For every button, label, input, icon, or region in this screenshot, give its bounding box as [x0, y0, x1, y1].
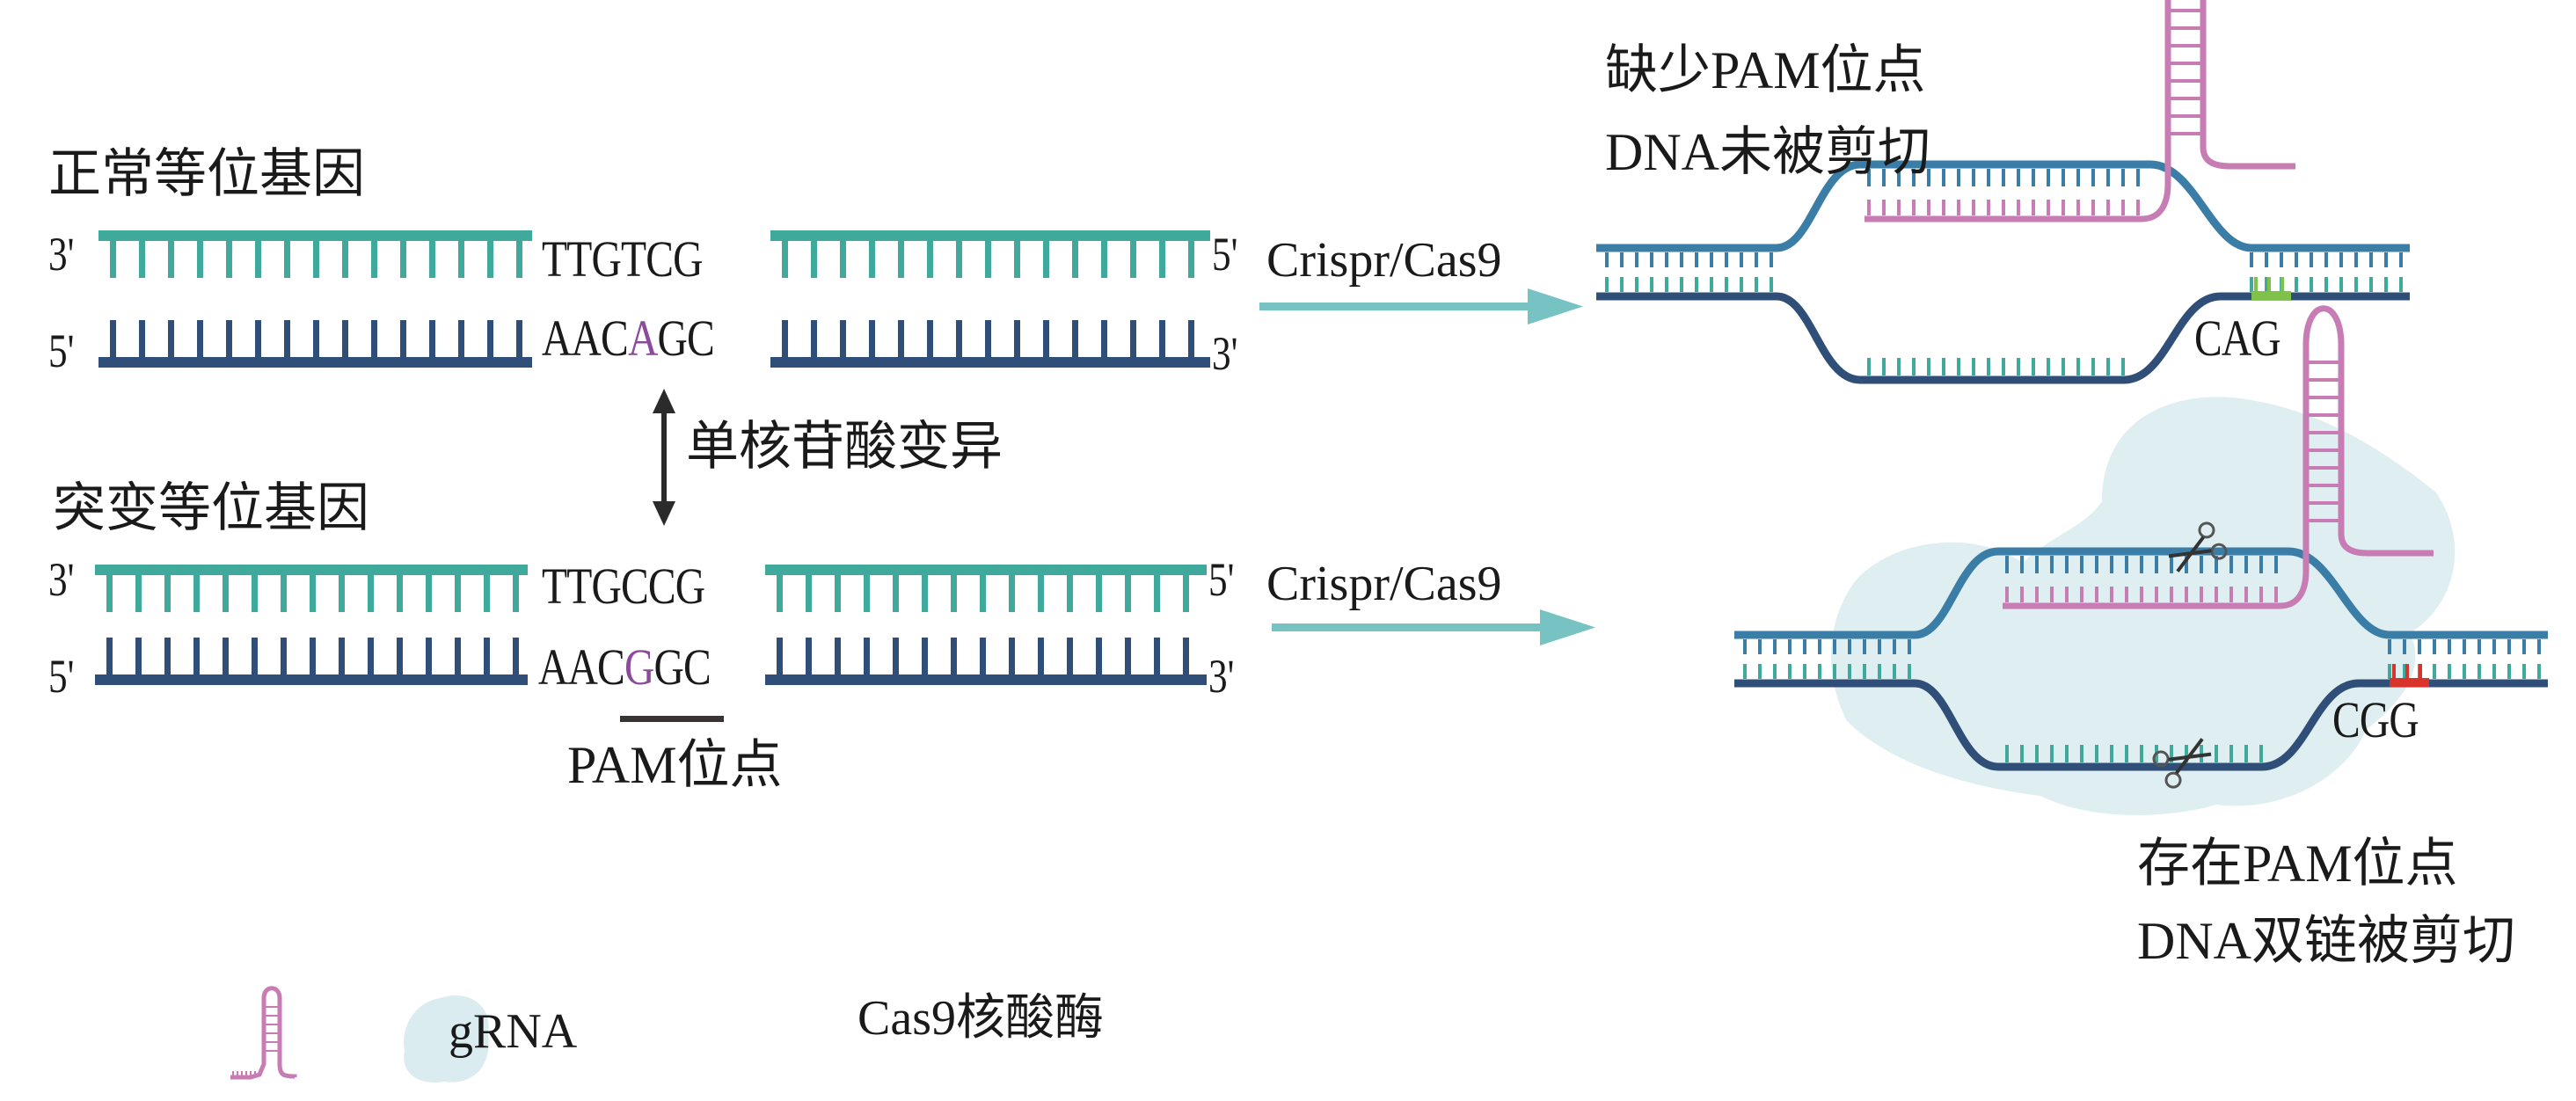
seq-suffix: GC	[657, 310, 714, 367]
mutant-bottom-sequence: AACGGC	[538, 642, 712, 693]
mutant-allele-title: 突变等位基因	[53, 479, 369, 537]
dna-lower-strand	[1596, 292, 2410, 384]
pam-site-label: PAM位点	[567, 736, 783, 794]
dna-lower-strand	[1734, 679, 2548, 771]
variant-base: G	[624, 638, 654, 696]
pam-motif: CGG	[2332, 691, 2419, 748]
pam-highlight	[2251, 291, 2291, 300]
normal-top-left-end: 3'	[48, 228, 75, 281]
seq-prefix: AAC	[542, 310, 629, 367]
no-pam-dna-complex	[1596, 0, 2410, 384]
no-pam-line1: 缺少PAM位点	[1605, 41, 1926, 99]
dna-upper-strand	[1734, 547, 2548, 639]
pam-highlight	[2390, 678, 2429, 687]
crispr-label-top: Crispr/Cas9	[1266, 233, 1502, 288]
mutant-top-strand-left	[95, 565, 528, 612]
grna-strand	[2003, 305, 2434, 609]
crispr-label-bottom: Crispr/Cas9	[1266, 557, 1502, 611]
grna-icon	[230, 986, 297, 1080]
scissors-icon-bottom	[2152, 738, 2212, 789]
mutant-bottom-right-end: 3'	[1208, 650, 1235, 703]
mutant-bottom-strand-left	[95, 638, 528, 685]
pam-site-underline	[620, 716, 724, 722]
grna-strand	[1864, 0, 2295, 222]
crispr-arrow-bottom	[1272, 609, 1595, 645]
seq-suffix: GC	[653, 638, 711, 696]
crispr-arrow-top	[1259, 288, 1583, 324]
mutant-allele-dna	[95, 565, 1207, 685]
mutant-bottom-left-end: 5'	[48, 650, 75, 703]
normal-top-sequence: TTGTCG	[542, 230, 703, 288]
legend-cas9-label: Cas9核酸酶	[857, 991, 1104, 1046]
mutant-top-strand-right	[765, 565, 1207, 612]
normal-top-strand-right	[770, 230, 1210, 278]
normal-allele-title: 正常等位基因	[48, 145, 365, 203]
snv-label: 单核苷酸变异	[686, 418, 1003, 476]
scissors-icon-top	[2168, 521, 2228, 572]
legend-grna-label: gRNA	[449, 1004, 578, 1059]
normal-allele-dna	[99, 230, 1210, 368]
mutant-top-left-end: 3'	[48, 553, 75, 606]
no-pam-motif: CAG	[2194, 310, 2281, 367]
pam-dna-complex	[1734, 305, 2548, 771]
normal-bottom-strand-right	[770, 320, 1210, 368]
no-pam-line2: DNA未被剪切	[1605, 123, 1930, 181]
with-pam-line2: DNA双链被剪切	[2137, 912, 2515, 970]
variant-base: A	[627, 310, 658, 367]
normal-top-strand-left	[99, 230, 532, 278]
normal-bottom-strand-left	[99, 320, 532, 368]
double-arrow-icon	[653, 389, 675, 526]
normal-bottom-sequence: AACAGC	[542, 310, 715, 367]
dna-upper-strand	[1596, 160, 2410, 252]
cas9-blob-icon	[404, 995, 489, 1083]
normal-bottom-right-end: 3'	[1212, 327, 1238, 380]
mutant-top-sequence: TTGCCG	[542, 558, 705, 615]
normal-top-right-end: 5'	[1212, 228, 1238, 281]
mutant-top-right-end: 5'	[1208, 553, 1235, 606]
mutant-bottom-strand-right	[765, 638, 1207, 685]
seq-prefix: AAC	[538, 638, 625, 696]
normal-bottom-left-end: 5'	[48, 324, 75, 377]
with-pam-line1: 存在PAM位点	[2137, 835, 2458, 893]
